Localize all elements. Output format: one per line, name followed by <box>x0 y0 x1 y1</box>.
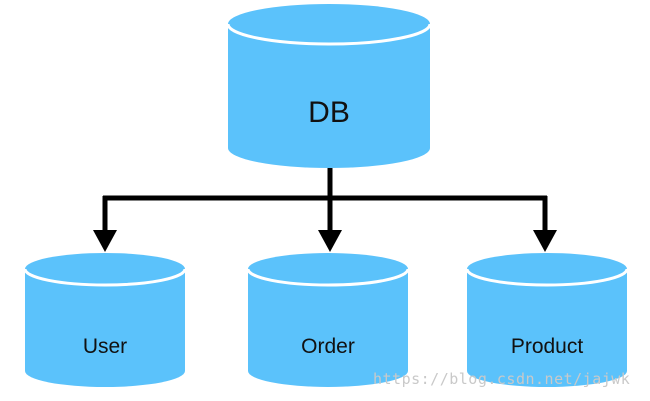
cylinder-product[interactable]: Product <box>465 253 629 387</box>
cylinder-product-rim <box>465 268 629 287</box>
arrowhead-user <box>93 230 117 252</box>
cylinder-user[interactable]: User <box>23 253 187 387</box>
cylinder-db-rim <box>226 23 432 46</box>
cylinder-user-rim <box>23 268 187 287</box>
cylinder-db-body <box>228 4 430 168</box>
cylinder-user-label: User <box>83 335 127 358</box>
cylinder-product-body <box>467 253 627 387</box>
cylinder-user-body <box>25 253 185 387</box>
cylinder-product-label: Product <box>511 335 584 358</box>
cylinder-order-label: Order <box>301 335 355 358</box>
cylinder-order-body <box>248 253 408 387</box>
connectors <box>102 168 548 232</box>
watermark-text: https://blog.csdn.net/jajwk <box>373 370 631 388</box>
cylinder-db-label: DB <box>308 96 350 129</box>
arrowhead-product <box>533 230 557 252</box>
cylinder-order[interactable]: Order <box>246 253 410 387</box>
cylinder-order-rim <box>246 268 410 287</box>
cylinder-db[interactable]: DB <box>226 4 432 168</box>
arrowhead-order <box>318 230 342 252</box>
arrowheads <box>93 230 557 252</box>
